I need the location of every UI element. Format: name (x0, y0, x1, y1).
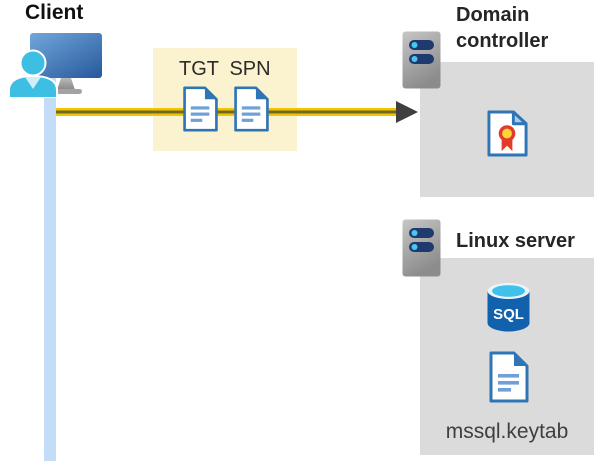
spn-document-icon (234, 86, 269, 132)
tgt-document-icon (183, 86, 218, 132)
monitor-icon (30, 33, 102, 94)
spn-label: SPN (229, 58, 271, 80)
keytab-filename-label: mssql.keytab (445, 420, 569, 443)
client-title: Client (25, 1, 84, 24)
person-icon (8, 49, 58, 98)
person-at-monitor-icon (8, 33, 102, 98)
server-tower-icon (402, 219, 441, 277)
auth-flow-arrow-line (56, 108, 397, 116)
sql-database-icon: SQL (487, 283, 530, 332)
auth-flow-arrowhead-icon (396, 101, 418, 123)
certificate-icon (487, 110, 528, 157)
client-connection-line (44, 74, 56, 461)
linux-server-title: Linux server (456, 230, 575, 252)
domain-controller-title: Domain controller (456, 4, 549, 52)
keytab-document-icon (489, 351, 529, 403)
ticket-token-box (153, 48, 297, 151)
sql-icon-label: SQL (493, 306, 524, 323)
server-tower-icon (402, 31, 441, 89)
tgt-label: TGT (179, 58, 219, 80)
